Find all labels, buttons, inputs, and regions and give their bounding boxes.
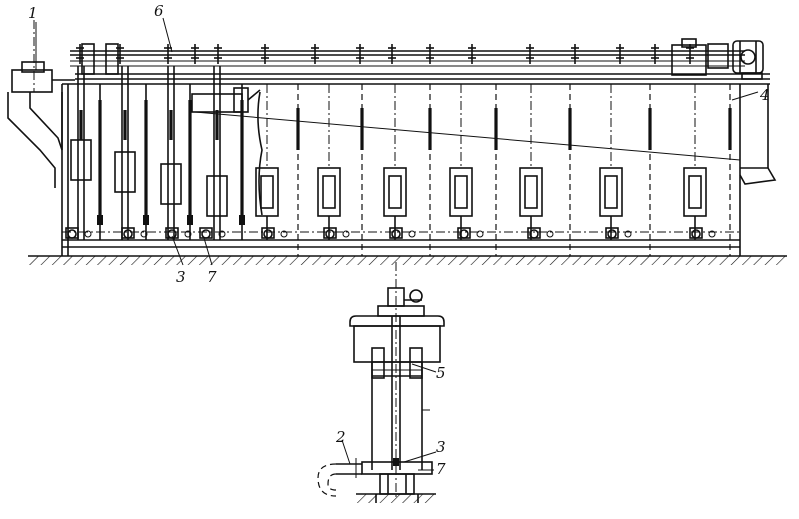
- drain-valve: [261, 227, 288, 239]
- drive-shaft: [70, 50, 745, 67]
- drain-valve: [199, 227, 226, 239]
- section-ground: [356, 493, 436, 503]
- label-7: 7: [207, 268, 217, 286]
- drive-rod: [97, 84, 103, 240]
- section-drive-unit: [377, 287, 425, 317]
- top-deck: [75, 73, 770, 85]
- drain-valve: [457, 227, 484, 239]
- bottom-valves: [65, 227, 716, 239]
- inspection-window: [255, 84, 279, 240]
- cross-section-view: 5 2 3 7: [317, 262, 446, 503]
- agitator-column: [114, 66, 136, 240]
- shaft-coupling: [356, 44, 364, 64]
- left-columns: [70, 66, 245, 240]
- shaft-coupling: [526, 44, 534, 64]
- agitator-column: [160, 66, 182, 240]
- agitator-column: [70, 66, 92, 240]
- tank-body: [61, 83, 777, 256]
- drive-rod: [239, 84, 245, 240]
- label-1: 1: [28, 4, 38, 22]
- shaft-coupling: [426, 44, 434, 64]
- drain-valve: [605, 227, 632, 239]
- section-valve: [361, 458, 433, 495]
- shaft-coupling: [191, 44, 199, 64]
- shaft-coupling: [261, 44, 269, 64]
- drain-valve: [689, 227, 716, 239]
- inspection-windows: [255, 84, 707, 240]
- shaft-couplings: [76, 43, 694, 75]
- label-4: 4: [759, 86, 770, 104]
- drain-valve: [527, 227, 554, 239]
- inspection-window: [599, 84, 623, 240]
- drain-valve: [165, 227, 192, 239]
- section-cover: [349, 315, 445, 363]
- section-label-3: 3: [436, 438, 446, 456]
- section-label-5: 5: [436, 364, 446, 382]
- drive-rod: [143, 84, 149, 240]
- inspection-window: [383, 84, 407, 240]
- label-3: 3: [176, 268, 186, 286]
- drain-valve: [323, 227, 350, 239]
- section-body: [371, 316, 430, 470]
- leader-lines: [35, 17, 759, 266]
- drive-rod: [187, 84, 193, 240]
- shaft-coupling: [468, 44, 476, 64]
- drive-motor: [671, 38, 764, 80]
- feed-hopper: [7, 61, 75, 188]
- shaft-coupling: [214, 44, 222, 64]
- inspection-window: [449, 84, 473, 240]
- main-elevation-view: 1 6 4 3 7: [7, 2, 787, 286]
- label-6: 6: [154, 2, 164, 20]
- drain-valve: [389, 227, 416, 239]
- shaft-coupling: [571, 44, 579, 64]
- inspection-window: [683, 84, 707, 240]
- ground-line: [28, 255, 787, 265]
- shaft-coupling: [311, 44, 319, 64]
- baffle-partitions: [296, 84, 732, 256]
- shaft-coupling: [651, 44, 659, 64]
- section-air-pipe: [317, 458, 362, 497]
- shaft-coupling: [388, 44, 396, 64]
- drain-valve: [121, 227, 148, 239]
- shaft-coupling: [616, 44, 624, 64]
- drain-valve: [65, 227, 92, 239]
- agitator-column: [206, 66, 228, 240]
- section-label-2: 2: [335, 428, 346, 446]
- inspection-window: [519, 84, 543, 240]
- inspection-window: [317, 84, 341, 240]
- section-label-7: 7: [436, 460, 446, 478]
